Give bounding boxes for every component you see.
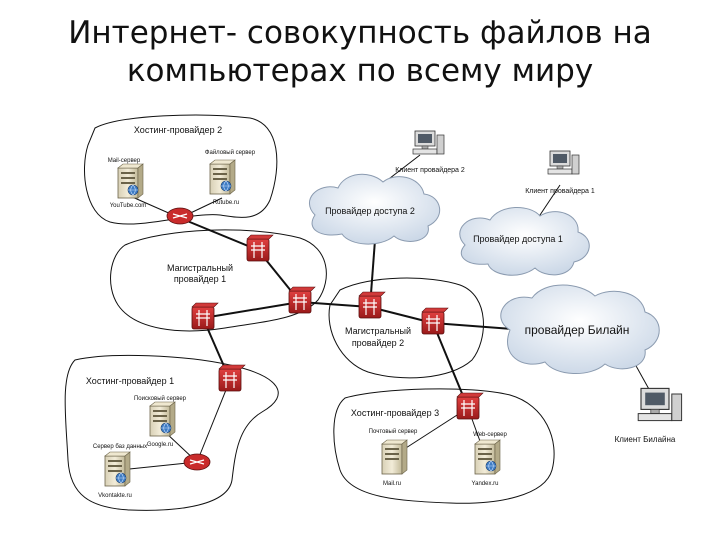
h1-search-server-label: Поисковый сервер	[134, 395, 187, 402]
h2-rutube-label: Rutube.ru	[213, 200, 239, 206]
beeline-client-label: Клиент Билайна	[615, 435, 676, 444]
beeline-client-pc-icon	[637, 387, 683, 422]
cloud-beeline-provider: провайдер Билайн	[500, 284, 660, 375]
client-1-pc-icon	[547, 150, 580, 175]
h3-yandex-globe-icon	[485, 460, 497, 472]
hosting-1-router-icon	[218, 364, 246, 392]
h1-switch-icon	[183, 453, 211, 471]
h2-switch-icon	[166, 207, 194, 225]
client-beeline: Клиент Билайна	[615, 387, 683, 444]
zone-hosting-2-boundary	[83, 114, 278, 225]
h3-mail-server-label: Почтовый сервер	[369, 428, 418, 435]
cloud-label-access-1: Провайдер доступа 1	[473, 234, 563, 244]
zone-label-backbone-2-line1: Магистральный	[345, 326, 411, 336]
h2-youtube-globe-icon	[127, 184, 139, 196]
title-line-2: компьютерах по всему миру	[126, 53, 594, 89]
zone-backbone-1-boundary	[110, 229, 327, 332]
h2-youtube-label: YouTube.com	[110, 203, 147, 209]
zone-label-backbone-1-line2: провайдер 1	[174, 274, 226, 284]
zone-hosting-1-boundary	[64, 354, 279, 511]
cloud-label-beeline: провайдер Билайн	[525, 323, 630, 337]
zone-label-backbone-1-line1: Магистральный	[167, 263, 233, 273]
h1-google-label: Google.ru	[147, 442, 173, 448]
zone-label-hosting-1: Хостинг-провайдер 1	[86, 376, 174, 386]
backbone-2-router-a-icon	[358, 291, 386, 319]
title-line-1: Интернет- совокупность файлов на	[68, 15, 652, 51]
h1-google-globe-icon	[160, 422, 172, 434]
client-2-pc-icon	[412, 130, 445, 155]
cloud-label-access-2: Провайдер доступа 2	[325, 206, 415, 216]
h2-mail-server-label: Mail-сервер	[108, 158, 141, 164]
backbone-2-router-b-icon	[421, 307, 449, 335]
h1-db-server-label: Сервер баз данных	[93, 444, 147, 450]
h1-vk-globe-icon	[115, 472, 127, 484]
client-provider-2: Клиент провайдера 2	[395, 130, 465, 174]
h2-file-server-label: Файловый сервер	[205, 149, 256, 156]
client-2-label: Клиент провайдера 2	[395, 166, 465, 174]
h2-rutube-globe-icon	[220, 180, 232, 192]
backbone-1-router-b-icon	[288, 286, 316, 314]
zone-label-hosting-2: Хостинг-провайдер 2	[134, 125, 222, 135]
h3-web-server-label: Web-сервер	[473, 432, 507, 438]
client-provider-1: Клиент провайдера 1	[525, 150, 595, 195]
backbone-1-router-a-icon	[246, 234, 274, 262]
cloud-access-provider-1: Провайдер доступа 1	[459, 206, 590, 276]
client-1-label: Клиент провайдера 1	[525, 187, 595, 195]
zone-label-backbone-2-line2: провайдер 2	[352, 338, 404, 348]
cloud-access-provider-2: Провайдер доступа 2	[309, 173, 440, 245]
h3-mail-server-icon	[381, 439, 408, 475]
h1-vk-label: Vkontakte.ru	[98, 493, 132, 499]
slide-title: Интернет- совокупность файлов на компьют…	[0, 14, 720, 90]
hosting-3-router-icon	[456, 392, 484, 420]
zone-label-hosting-3: Хостинг-провайдер 3	[351, 408, 439, 418]
h3-yandex-label: Yandex.ru	[472, 481, 499, 487]
zone-hosting-3-boundary	[333, 388, 555, 504]
h3-mail-ru-label: Mail.ru	[383, 481, 401, 487]
backbone-1-router-c-icon	[191, 302, 219, 330]
zone-backbone-2-boundary	[328, 277, 484, 379]
